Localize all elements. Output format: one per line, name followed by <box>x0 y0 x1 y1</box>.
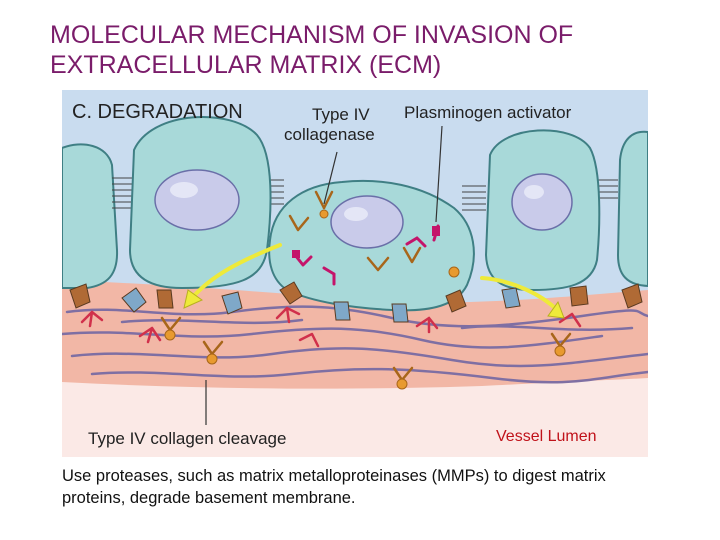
tumor-cell-1 <box>128 116 272 290</box>
plasminogen-activator-label: Plasminogen activator <box>404 103 572 122</box>
tumor-cell-right <box>616 130 648 288</box>
vessel-lumen-area <box>62 378 648 457</box>
vessel-lumen-label: Vessel Lumen <box>496 428 597 445</box>
type-iv-collagenase-molecules <box>160 190 572 382</box>
arrow-to-right-ecm <box>480 276 559 312</box>
migration-arrows <box>190 243 559 312</box>
invading-tumor-cell <box>268 179 475 312</box>
diagram-panel: C. DEGRADATION Type IV collagenase Plasm… <box>62 90 648 457</box>
panel-label: C. DEGRADATION <box>72 101 243 123</box>
ecm-fibers <box>62 305 648 384</box>
ecm-degradation-illustration: C. DEGRADATION Type IV collagenase Plasm… <box>62 90 648 457</box>
collagen-cleavage-label: Type IV collagen cleavage <box>88 429 286 448</box>
arrow-to-left-ecm <box>190 243 282 300</box>
arrow-heads <box>183 289 565 319</box>
slide-title: MOLECULAR MECHANISM OF INVASION OF EXTRA… <box>50 21 574 79</box>
tumor-cell-left <box>62 143 119 289</box>
laminin-markers <box>80 306 582 348</box>
nucleus-icon <box>511 173 573 231</box>
integrin-receptors <box>69 281 643 323</box>
leader-lines <box>205 125 443 425</box>
tumor-cell-3 <box>484 129 601 292</box>
caption: Use proteases, such as matrix metallopro… <box>62 467 606 507</box>
nucleus-icon <box>330 195 404 249</box>
collagenase-heads <box>164 209 566 390</box>
type-iv-collagenase-label-line2: collagenase <box>284 125 375 144</box>
nucleus-icon <box>154 169 240 231</box>
type-iv-collagenase-label-line1: Type IV <box>312 105 370 124</box>
cell-junctions <box>112 177 618 211</box>
plasminogen-activator-heads <box>292 226 440 258</box>
